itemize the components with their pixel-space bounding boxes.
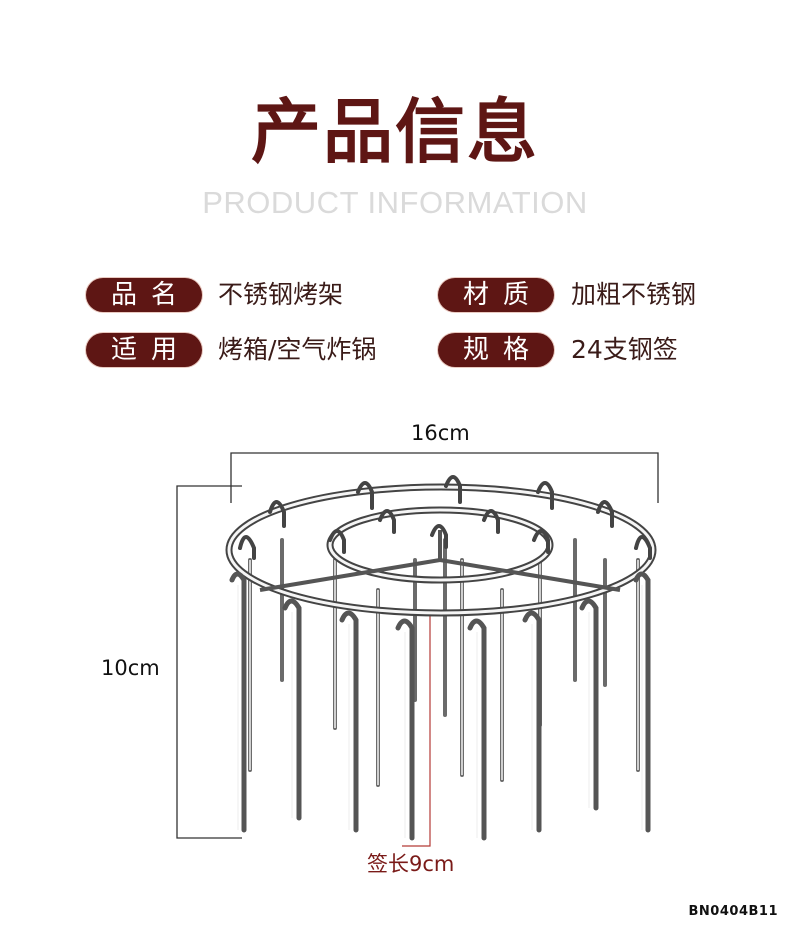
page-title: 产品信息	[251, 90, 539, 173]
width-dimension-line	[230, 452, 659, 503]
product-code: BN0404B11	[688, 904, 778, 919]
spec-value-usage: 烤箱/空气炸锅	[218, 335, 377, 364]
skewer-hooks	[238, 475, 652, 560]
spec-label-spec: 规格	[438, 333, 554, 367]
page-subtitle: PRODUCT INFORMATION	[202, 185, 588, 220]
spec-value-material: 加粗不锈钢	[571, 280, 697, 309]
skewer-length-label: 签长9cm	[367, 852, 455, 876]
spec-label-name: 品名	[86, 278, 202, 312]
spec-label-material: 材质	[438, 278, 554, 312]
front-skewers	[229, 571, 651, 841]
spec-label-usage: 适用	[86, 333, 202, 367]
spec-value-spec: 24支钢签	[571, 335, 678, 364]
height-dimension-line	[176, 485, 242, 839]
rack-rings	[225, 483, 657, 617]
spec-value-name: 不锈钢烤架	[218, 280, 344, 309]
height-label: 10cm	[101, 656, 160, 680]
width-label: 16cm	[411, 421, 470, 445]
